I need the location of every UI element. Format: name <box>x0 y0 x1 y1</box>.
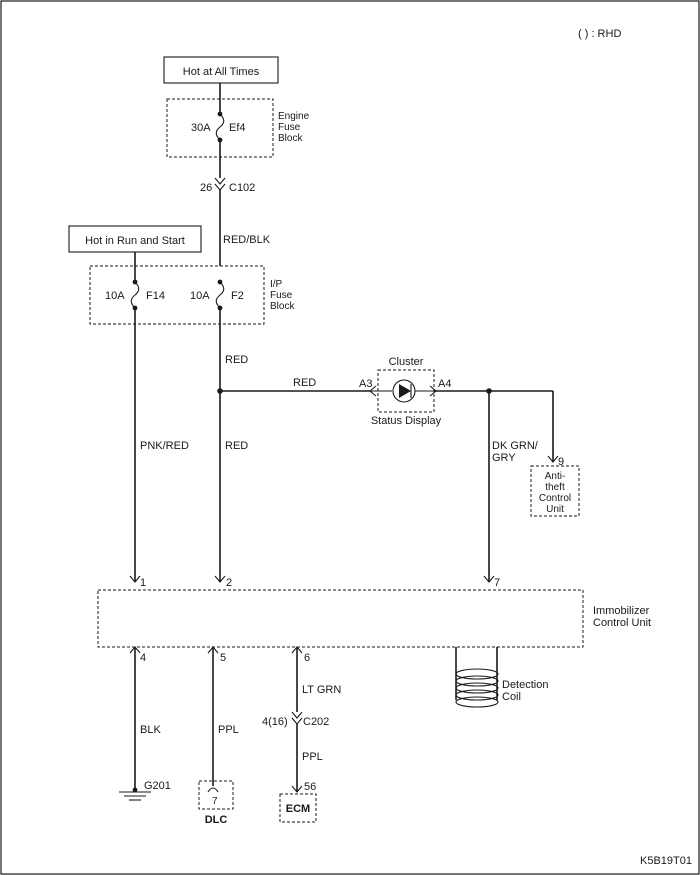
fuse-ef4-name: Ef4 <box>229 122 246 134</box>
wire-red-upper-label: RED <box>225 354 248 366</box>
wire-ppl-ecm-label: PPL <box>302 751 323 763</box>
pin-56-arrow-icon <box>291 785 303 793</box>
diagram-id: K5B19T01 <box>640 855 692 867</box>
wire-red-blk-label: RED/BLK <box>223 234 271 246</box>
ecm-label: ECM <box>286 803 310 815</box>
anti-theft-label-1: Anti- <box>545 471 566 482</box>
fuse-f14-icon <box>130 281 140 309</box>
engine-fuse-block-label-2: Fuse <box>278 122 301 133</box>
pin-1-arrow-icon <box>129 575 141 583</box>
rhd-note: ( ) : RHD <box>578 28 621 40</box>
ground-terminal <box>132 787 138 793</box>
anti-theft-pin: 9 <box>558 456 564 468</box>
anti-theft-label-3: Control <box>539 493 571 504</box>
wire-red-branch-label: RED <box>293 377 316 389</box>
connector-c102-icon <box>214 177 226 191</box>
wire-blk-label: BLK <box>140 724 161 736</box>
connector-c202-pin: 4(16) <box>262 716 288 728</box>
fuse-f2-name: F2 <box>231 290 244 302</box>
detection-coil-turn-1 <box>455 668 499 680</box>
ecm-pin: 56 <box>304 781 316 793</box>
connector-c102-name: C102 <box>229 182 255 194</box>
wire-lt-grn-label: LT GRN <box>302 684 341 696</box>
fuse-f14-name: F14 <box>146 290 165 302</box>
cluster-pin-a4: A4 <box>438 378 451 390</box>
dlc-label: DLC <box>205 814 228 826</box>
connector-c202-icon <box>291 711 303 725</box>
detection-coil-turn-2 <box>455 675 499 687</box>
cluster-a3-arrow-icon <box>369 385 392 397</box>
wire-pnk-red-label: PNK/RED <box>140 440 189 452</box>
dlc-terminal-icon <box>207 787 219 793</box>
detection-coil-label-2: Coil <box>502 691 521 703</box>
connector-c102-pin: 26 <box>200 182 212 194</box>
immobilizer-pin-7: 7 <box>494 577 500 589</box>
ip-fuse-block <box>89 265 265 325</box>
ip-fuse-block-label-1: I/P <box>270 279 283 290</box>
wire-red-lower-label: RED <box>225 440 248 452</box>
immobilizer-pin-4: 4 <box>140 652 146 664</box>
immobilizer-pin-1: 1 <box>140 577 146 589</box>
detection-coil-turn-3 <box>455 682 499 694</box>
status-display-diode-icon <box>399 384 411 398</box>
detection-coil-turn-5 <box>455 696 499 708</box>
fuse-f2-icon <box>215 281 225 309</box>
dlc-connector-box <box>198 780 234 810</box>
connector-c202-name: C202 <box>303 716 329 728</box>
wire-ppl-dlc-label: PPL <box>218 724 239 736</box>
ground-g201-label: G201 <box>144 780 171 792</box>
immobilizer-label-2: Control Unit <box>593 617 651 629</box>
hot-at-all-times-box <box>163 56 279 84</box>
pin-7-arrow-icon <box>483 575 495 583</box>
detection-coil-label-1: Detection <box>502 679 548 691</box>
dlc-pin: 7 <box>212 796 218 807</box>
immobilizer-control-unit <box>97 589 584 648</box>
ip-fuse-block-label-3: Block <box>270 301 295 312</box>
anti-theft-label-4: Unit <box>546 504 564 515</box>
engine-fuse-block-label-3: Block <box>278 133 303 144</box>
cluster-label: Cluster <box>389 356 424 368</box>
wire-dk-grn-gry-label-1: DK GRN/ <box>492 440 539 452</box>
ecm-box <box>279 793 317 823</box>
wire-dk-grn-gry-label-2: GRY <box>492 452 516 464</box>
hot-in-run-start-box <box>68 225 202 253</box>
hot-at-all-times-label: Hot at All Times <box>183 66 260 78</box>
status-display-label: Status Display <box>371 415 442 427</box>
cluster-a4-arrow-icon <box>415 385 437 397</box>
anti-theft-control-unit <box>530 465 580 517</box>
immobilizer-pin-2: 2 <box>226 577 232 589</box>
fuse-f14-rating: 10A <box>105 290 125 302</box>
pin-2-arrow-icon <box>214 575 226 583</box>
immobilizer-label-1: Immobilizer <box>593 605 650 617</box>
engine-fuse-block-label-1: Engine <box>278 111 310 122</box>
fuse-f2-rating: 10A <box>190 290 210 302</box>
hot-in-run-start-label: Hot in Run and Start <box>85 235 185 247</box>
fuse-ef4-icon <box>215 113 225 141</box>
anti-theft-label-2: theft <box>545 482 565 493</box>
immobilizer-pin-5: 5 <box>220 652 226 664</box>
immobilizer-pin-6: 6 <box>304 652 310 664</box>
detection-coil-turn-4 <box>455 689 499 701</box>
ip-fuse-block-label-2: Fuse <box>270 290 293 301</box>
pin-9-arrow-icon <box>547 455 559 463</box>
fuse-ef4-rating: 30A <box>191 122 211 134</box>
cluster-pin-a3: A3 <box>359 378 372 390</box>
